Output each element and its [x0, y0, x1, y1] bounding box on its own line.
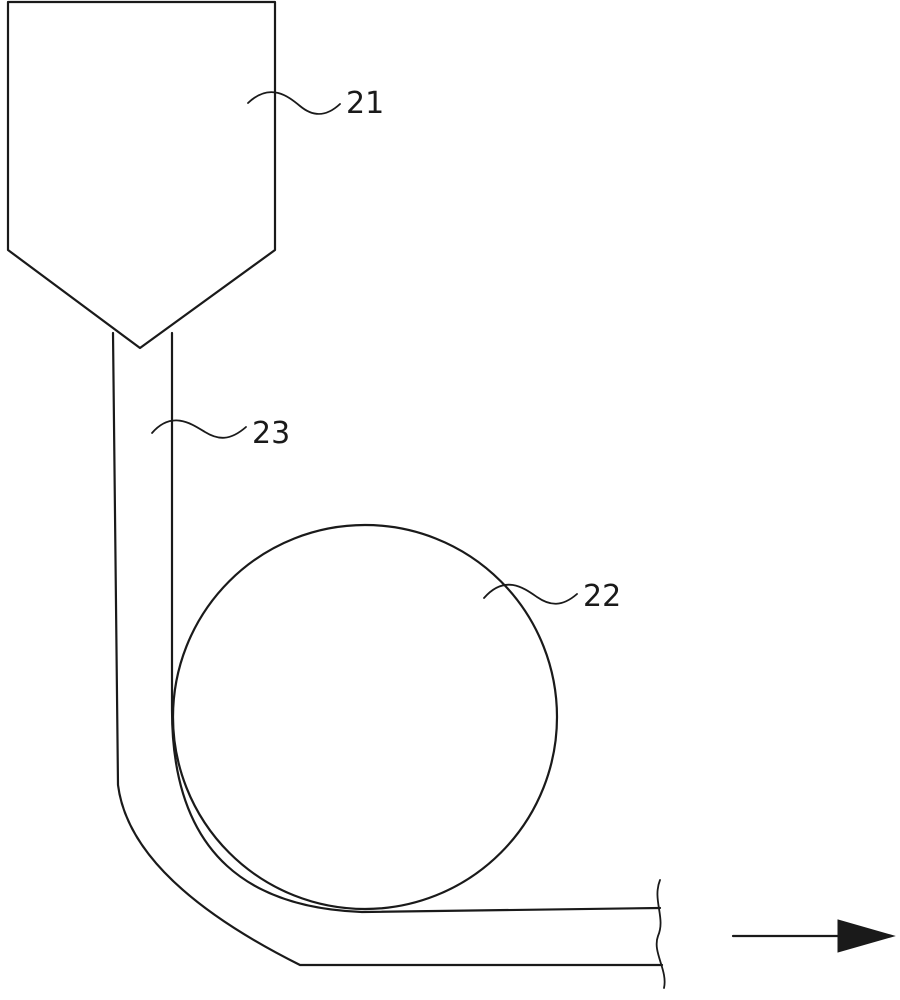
label-hopper-21: 21: [346, 86, 384, 121]
label-strip-23: 23: [252, 416, 290, 451]
strip-break-line: [657, 880, 665, 988]
leader-line-21: [248, 92, 340, 114]
leader-line-23: [152, 420, 246, 437]
label-roller-22: 22: [583, 579, 621, 614]
right-arrow-icon: [733, 920, 894, 952]
leader-line-22: [484, 585, 577, 604]
strip-outer-edge: [113, 333, 662, 965]
strip-inner-edge: [172, 333, 660, 912]
roller-circle: [173, 525, 557, 909]
hopper-outline: [8, 2, 275, 348]
